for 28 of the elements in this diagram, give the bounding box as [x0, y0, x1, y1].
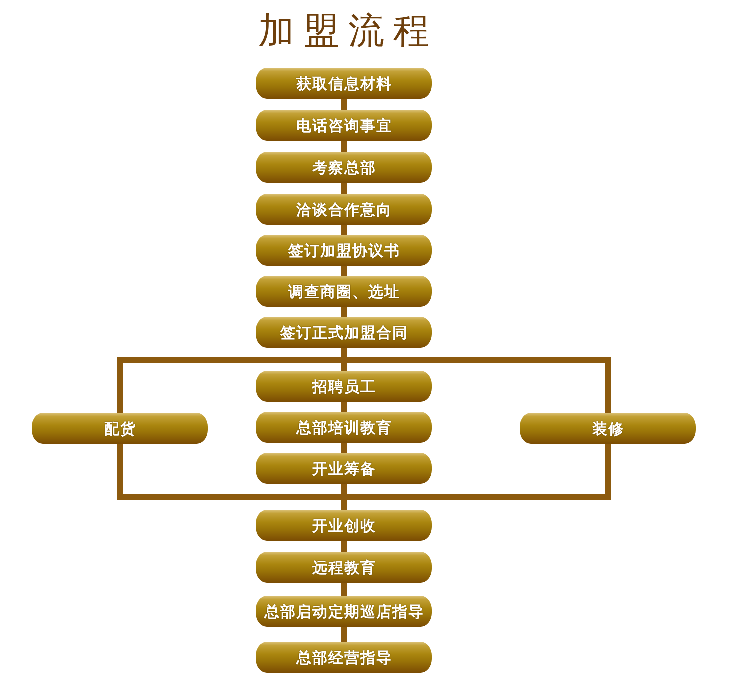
process-box: 考察总部	[256, 152, 432, 183]
process-box: 远程教育	[256, 552, 432, 583]
connector-line	[341, 266, 347, 276]
process-box: 签订加盟协议书	[256, 235, 432, 266]
connector-line	[341, 627, 347, 642]
process-box: 总部启动定期巡店指导	[256, 596, 432, 627]
process-box: 签订正式加盟合同	[256, 317, 432, 348]
connector-line	[341, 225, 347, 235]
process-box: 获取信息材料	[256, 68, 432, 99]
process-box: 装修	[520, 413, 696, 444]
process-box: 电话咨询事宜	[256, 110, 432, 141]
process-box: 总部培训教育	[256, 412, 432, 443]
connector-line	[341, 141, 347, 152]
connector-line	[341, 402, 347, 412]
process-box: 配货	[32, 413, 208, 444]
connector-line	[341, 99, 347, 110]
connector-line	[341, 583, 347, 596]
process-box: 招聘员工	[256, 371, 432, 402]
connector-line	[341, 183, 347, 194]
process-box: 调查商圈、选址	[256, 276, 432, 307]
process-box: 总部经营指导	[256, 642, 432, 673]
title: 加盟流程	[258, 10, 438, 54]
connector-line	[341, 443, 347, 453]
connector-line	[341, 541, 347, 552]
process-box: 开业创收	[256, 510, 432, 541]
process-box: 洽谈合作意向	[256, 194, 432, 225]
connector-line	[341, 307, 347, 317]
process-box: 开业筹备	[256, 453, 432, 484]
